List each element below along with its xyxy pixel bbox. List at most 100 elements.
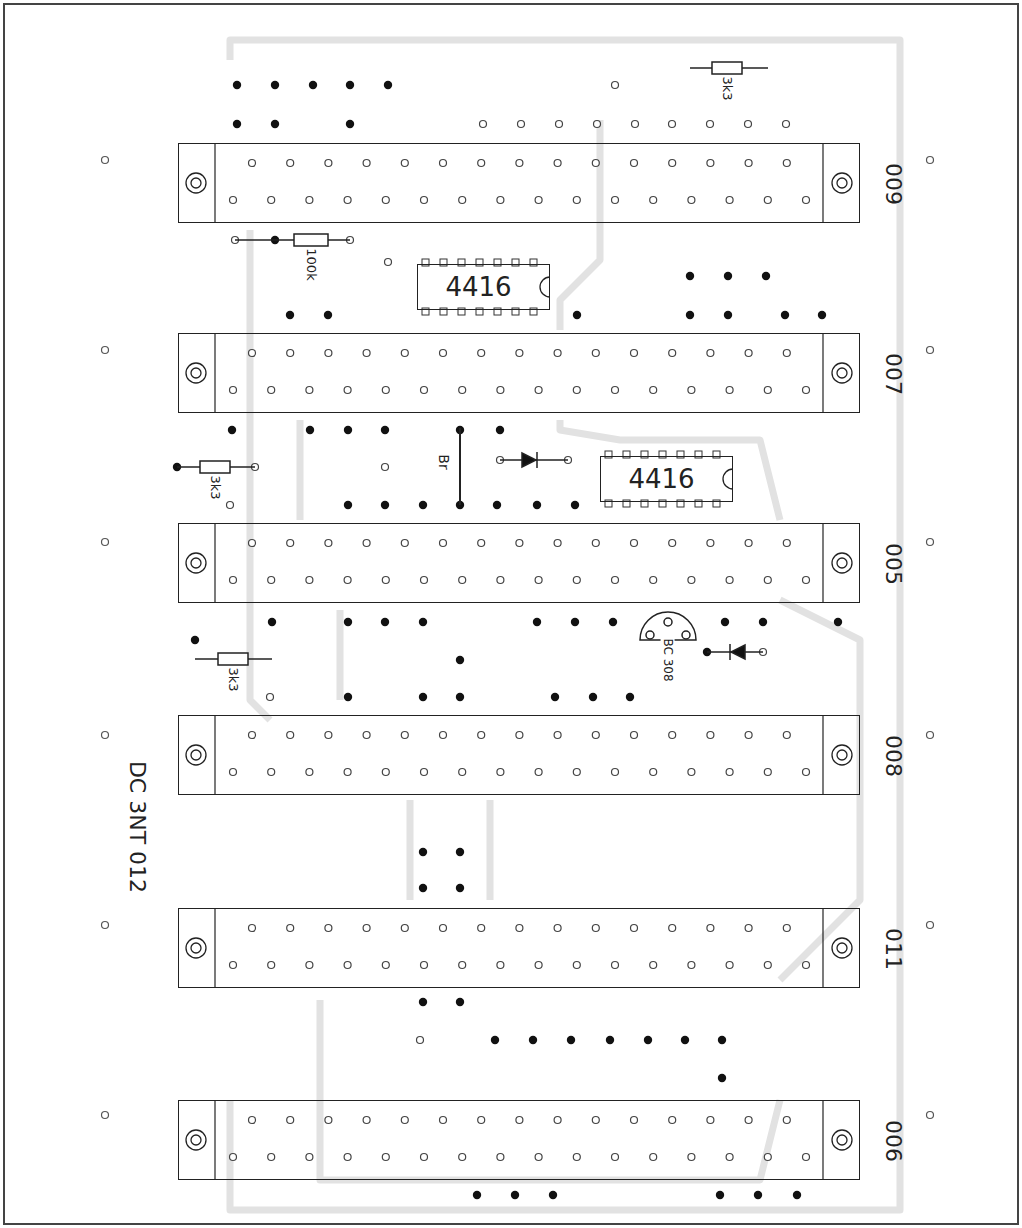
pin-pad [267,694,274,701]
pin-pad [764,387,771,394]
mounting-hole [186,745,206,765]
mounting-hole [927,539,934,546]
mounting-hole [191,558,201,568]
pin-pad [478,1117,485,1124]
solder-dot [419,998,427,1006]
diode-symbol [522,452,537,468]
pin-pad [344,387,351,394]
pin-pad [306,577,313,584]
pin-pad [478,732,485,739]
solder-dot [233,120,241,128]
pin-pad [783,160,790,167]
pin-pad [516,350,523,357]
pin-pad [612,577,619,584]
pin-pad [688,387,695,394]
pin-pad [745,121,752,128]
pin-pad [459,962,466,969]
mounting-hole [837,943,847,953]
pin-pad [612,197,619,204]
pin-pad [421,962,428,969]
pin-pad [382,1154,389,1161]
pin-pad [803,577,810,584]
mounting-hole [837,1135,847,1145]
pin-pad [631,732,638,739]
pin-pad [363,925,370,932]
bridge-label: Br [436,453,452,470]
resistor-value: 3k3 [207,474,222,500]
solder-dot [721,618,729,626]
solder-dots [173,81,842,1199]
pin-pad [783,1117,790,1124]
pin-pad [230,1154,237,1161]
pin-pad [745,732,752,739]
pin-pad [573,197,580,204]
pin-pad [344,197,351,204]
pin-pad [650,962,657,969]
solder-dot [551,693,559,701]
pin-pad [573,387,580,394]
solder-dot [473,1191,481,1199]
pin-pad [535,387,542,394]
resistor-value: 100k [304,247,319,281]
solder-dot [456,848,464,856]
pin-pad [707,350,714,357]
mounting-hole [102,1112,109,1119]
pin-pad [592,160,599,167]
solder-dot [419,848,427,856]
pin-pad [631,1117,638,1124]
pin-pad [573,1154,580,1161]
pin-pad [631,350,638,357]
solder-dot [793,1191,801,1199]
pin-pad [764,577,771,584]
pin-pad [382,464,389,471]
solder-dot [271,120,279,128]
connector-strip: 005 [178,523,860,603]
pin-pad [230,197,237,204]
connector-strip: 006 [178,1100,860,1180]
pin-pad [535,1154,542,1161]
pin-pad [707,925,714,932]
pin-pad [688,577,695,584]
pin-pad [268,197,275,204]
pin-pad [554,160,561,167]
solder-dot [419,693,427,701]
connector-end [214,1100,215,1180]
solder-dot [268,618,276,626]
pin-pad [325,1117,332,1124]
solder-dot [344,618,352,626]
solder-dot [529,1036,537,1044]
pin-pad [726,577,733,584]
pin-pad [325,732,332,739]
pin-pad [287,732,294,739]
ic-pins [422,259,733,507]
pin-pad [764,197,771,204]
pin-pad [230,387,237,394]
pin-pad [669,121,676,128]
connector-label: 007 [882,353,904,395]
pin-pad [497,1154,504,1161]
pin-pad [707,121,714,128]
solder-dot [496,426,504,434]
pin-pad [535,962,542,969]
pin-pad [592,350,599,357]
pin-pad [612,1154,619,1161]
pin-pad [554,732,561,739]
connector-end [214,908,215,988]
solder-dot [818,311,826,319]
pin-pad [726,769,733,776]
pin-pad [287,540,294,547]
mounting-hole [832,173,852,193]
solder-dot [724,311,732,319]
pin-pad [478,160,485,167]
pin-pad [268,577,275,584]
mounting-hole [927,732,934,739]
part-number: BC 308 [661,637,675,682]
pin-pad [726,962,733,969]
connector-end [822,1100,823,1180]
connector-label: 008 [882,735,904,777]
mounting-hole [837,368,847,378]
pin-pad [249,732,256,739]
pin-pad [803,197,810,204]
pin-pad [478,540,485,547]
